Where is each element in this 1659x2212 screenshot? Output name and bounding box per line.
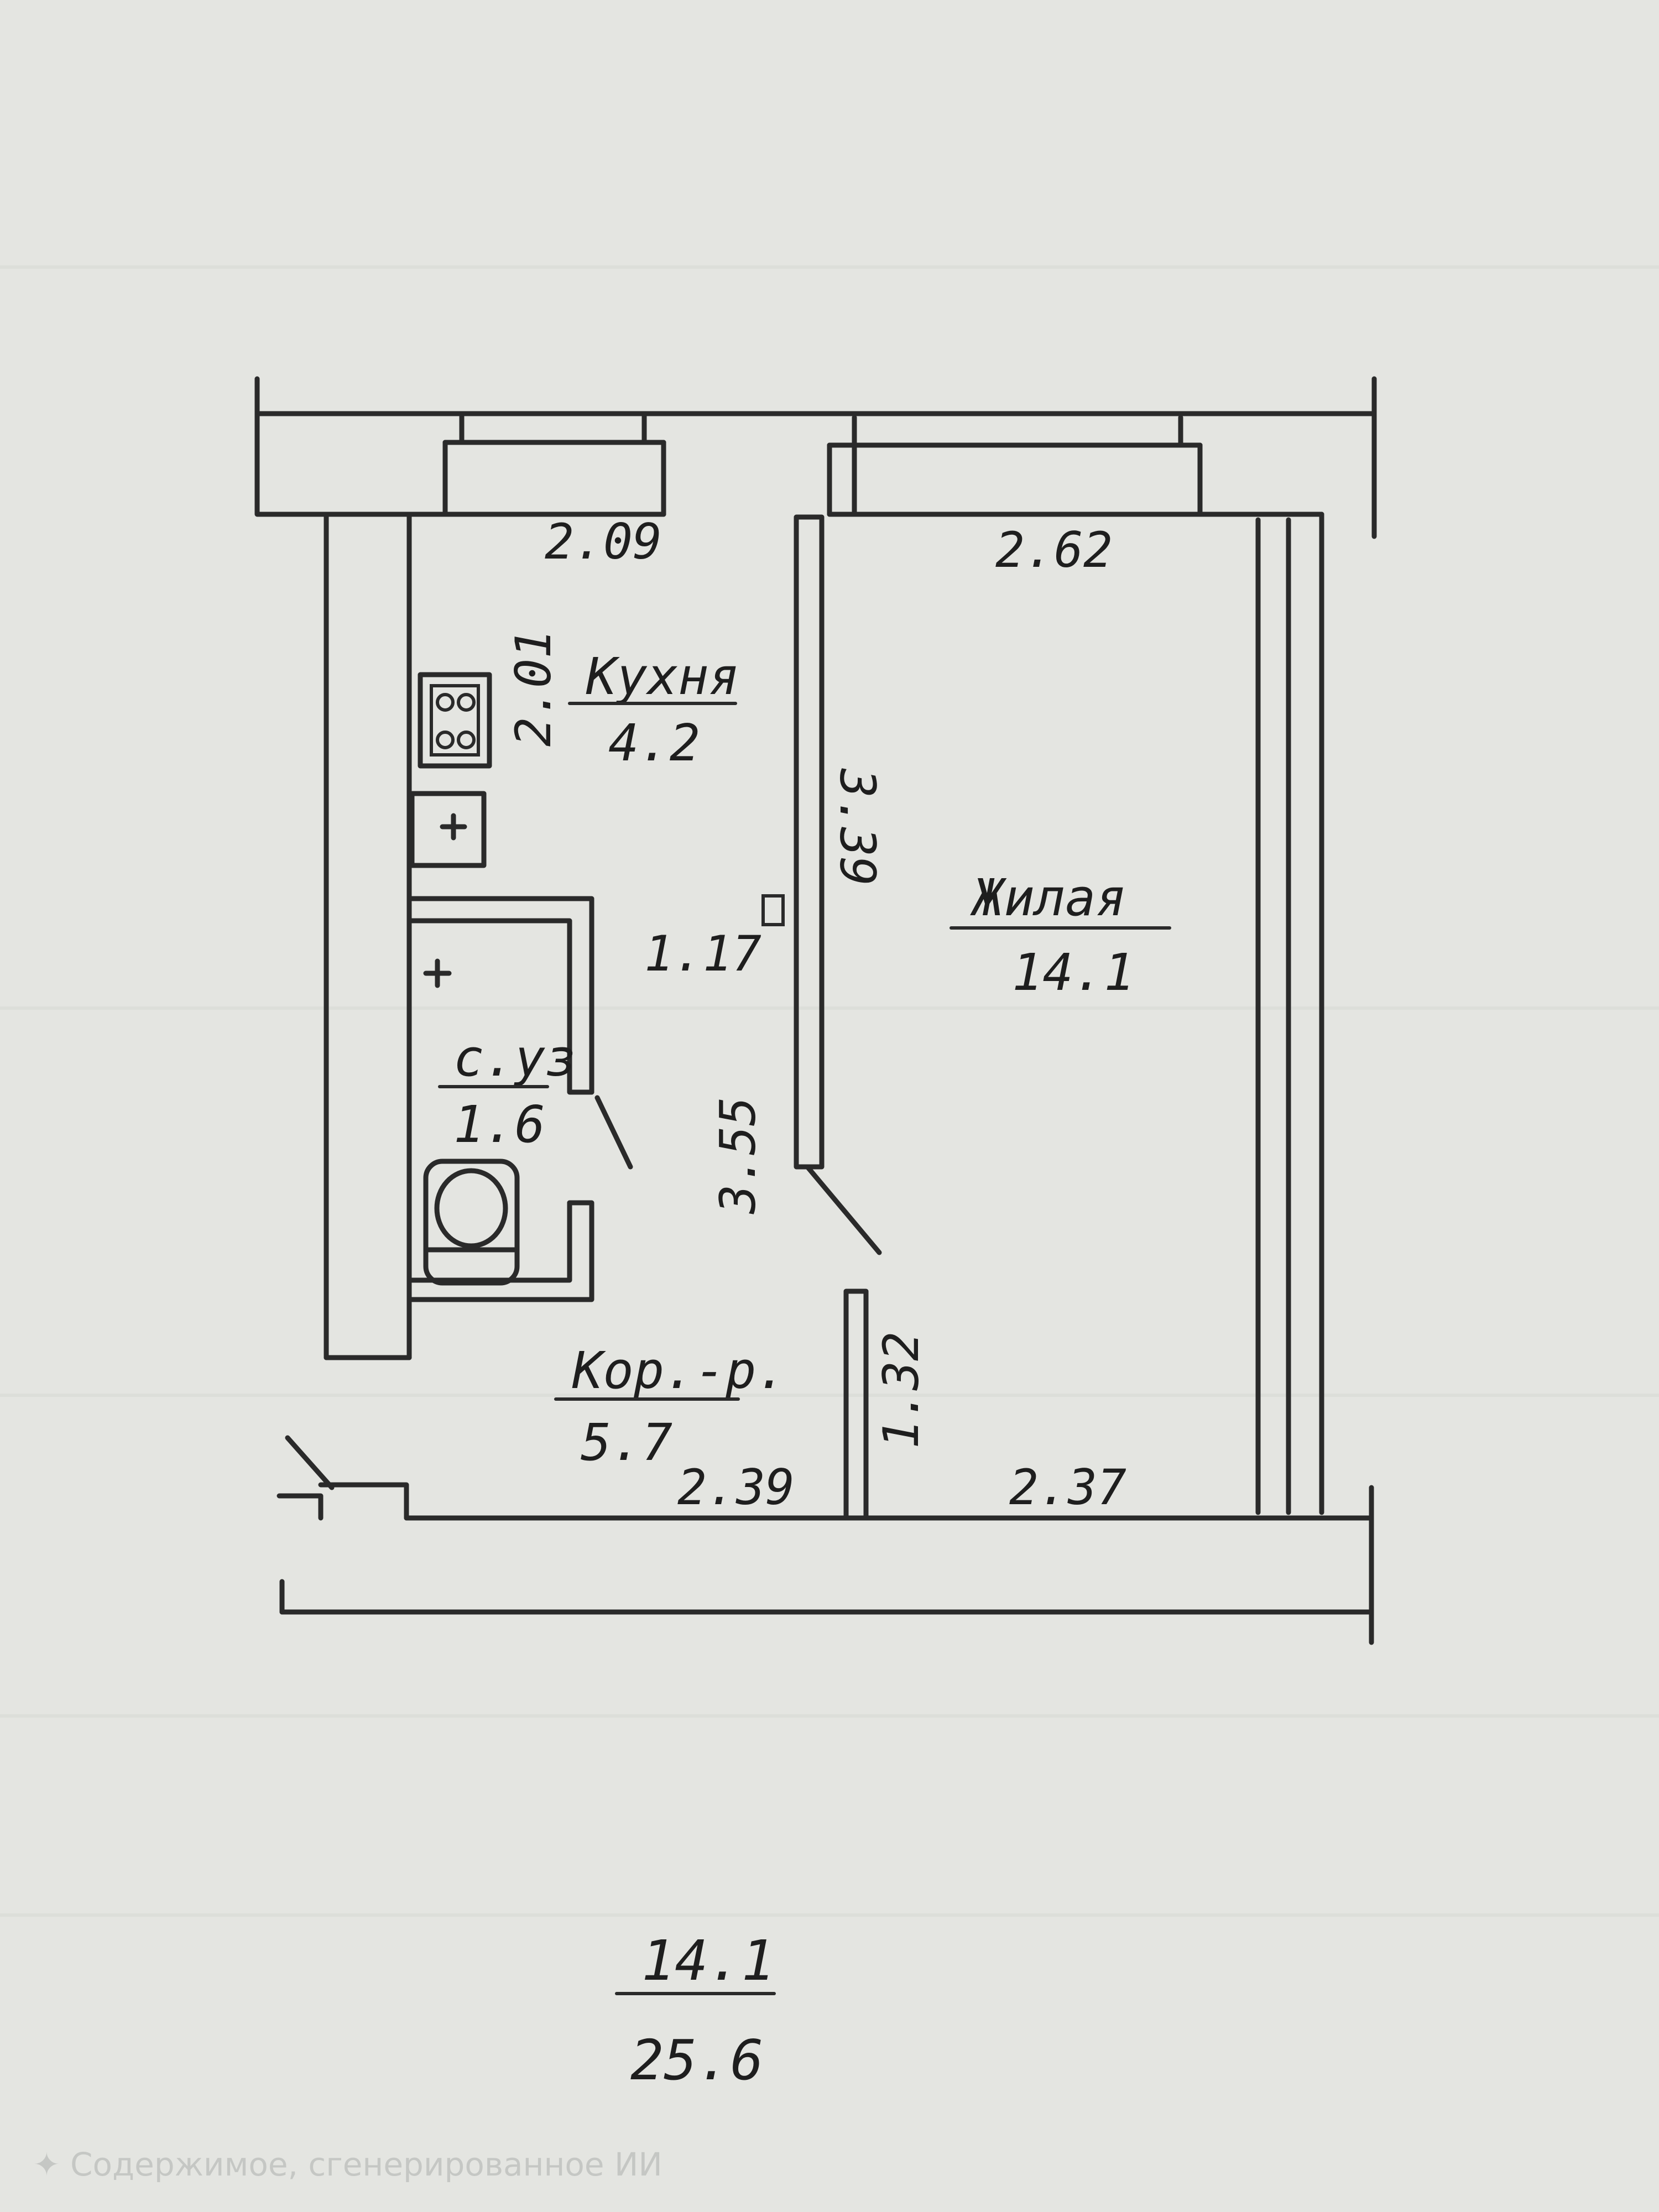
toilet-bowl-icon <box>434 1168 508 1249</box>
dim-living-depth-upper: 3.39 <box>829 768 886 886</box>
corridor-partition <box>843 1288 869 1521</box>
entry-door-jamb <box>276 1493 324 1521</box>
total-living-area: 14.1 <box>641 1928 775 1993</box>
fixtures <box>409 672 520 1286</box>
room-name-bathroom: с.уз <box>453 1029 576 1088</box>
dim-kitchen-width: 2.09 <box>545 513 662 570</box>
burner-icon <box>457 693 476 712</box>
dim-living-width: 2.62 <box>995 521 1113 578</box>
stove-icon <box>418 672 492 769</box>
sparkle-icon: ✦ <box>33 2146 71 2183</box>
dim-corridor-bottom-left: 2.39 <box>677 1459 795 1516</box>
window-right-jamb <box>827 442 857 517</box>
burner-icon <box>436 731 455 749</box>
entry-door-leaf <box>285 1435 335 1490</box>
top-left-wall-corner <box>254 376 412 517</box>
burner-icon <box>457 731 476 749</box>
interior-partitions <box>406 514 882 1521</box>
dim-corridor-bottom-right: 2.37 <box>1009 1459 1126 1516</box>
room-area-kitchen: 4.2 <box>608 713 700 773</box>
partition-niche <box>761 894 785 926</box>
window-right-frame-right <box>1178 415 1203 517</box>
stove-top <box>430 684 480 757</box>
living-partition-upper <box>794 514 825 1170</box>
burner-icon <box>436 693 455 712</box>
room-name-kitchen: Кухня <box>586 647 739 706</box>
bathroom-bottom-wall <box>406 1200 594 1302</box>
room-name-corridor: Кор.-р. <box>572 1341 787 1400</box>
labels: 2.09 2.62 2.01 Кухня 4.2 3.39 Жилая 14.1… <box>438 513 1171 2093</box>
window-left-frame <box>442 411 465 517</box>
living-door-leaf <box>805 1164 882 1255</box>
dim-hall-length: 3.55 <box>709 1097 766 1214</box>
entry-wall-stub <box>318 1482 409 1521</box>
ai-generated-notice: ✦ Содержимое, сгенерированное ИИ <box>33 2146 662 2183</box>
kitchen-sink-icon <box>409 791 487 868</box>
ai-notice-text: Содержимое, сгенерированное ИИ <box>70 2146 662 2183</box>
room-area-living: 14.1 <box>1012 943 1135 1002</box>
bathroom-door-leaf <box>594 1095 633 1170</box>
dim-hall-width: 1.17 <box>644 925 761 982</box>
outer-walls <box>254 376 1377 1645</box>
total-area: 25.6 <box>630 2028 764 2093</box>
bathroom-bottom-inner <box>406 1200 572 1283</box>
room-name-living: Жилая <box>970 868 1126 927</box>
toilet-icon <box>423 1159 520 1286</box>
dim-kitchen-depth: 2.01 <box>505 629 562 747</box>
bathroom-top-wall <box>406 896 594 1095</box>
window-left-frame-right <box>641 411 666 517</box>
background-print <box>0 265 1659 1917</box>
room-area-bathroom: 1.6 <box>453 1095 545 1154</box>
bathroom-inner-wall <box>406 918 594 1095</box>
dim-partition-length: 1.32 <box>873 1332 930 1449</box>
room-area-corridor: 5.7 <box>581 1413 672 1472</box>
